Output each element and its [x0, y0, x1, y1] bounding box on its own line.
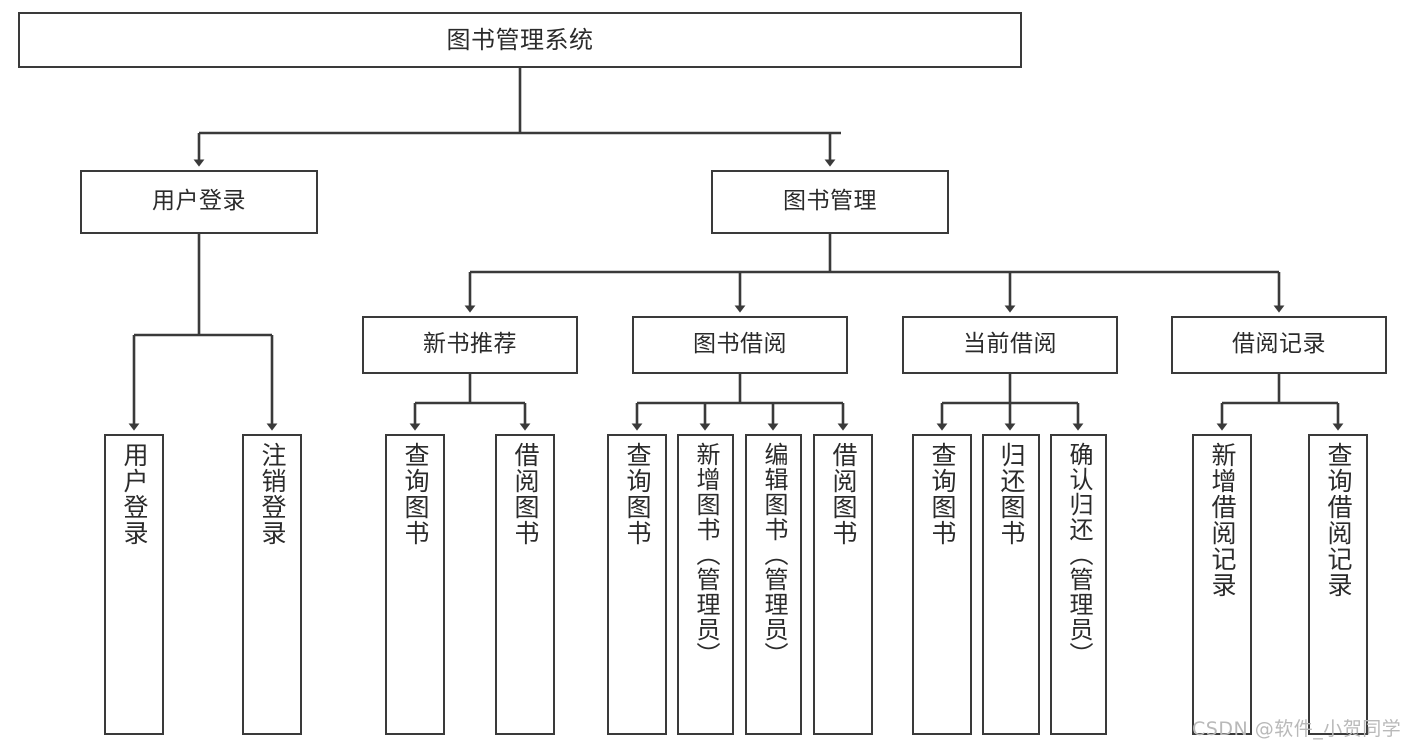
node-leaf-query-book-3[interactable]: 查询图书: [912, 434, 972, 735]
node-book-borrow[interactable]: 图书借阅: [632, 316, 848, 374]
node-user-login[interactable]: 用户登录: [80, 170, 318, 234]
node-leaf-query-book-1-label: 查询图书: [401, 442, 430, 546]
node-leaf-borrow-book-1[interactable]: 借阅图书: [495, 434, 555, 735]
node-leaf-edit-book-label: 编辑图书（管理员）: [759, 442, 788, 667]
node-leaf-add-book[interactable]: 新增图书（管理员）: [677, 434, 734, 735]
node-leaf-query-book-2-label: 查询图书: [623, 442, 652, 546]
node-borrow-record-label: 借阅记录: [1232, 331, 1326, 358]
node-leaf-query-book-2[interactable]: 查询图书: [607, 434, 667, 735]
node-leaf-return-book-label: 归还图书: [997, 442, 1026, 546]
node-leaf-query-book-3-label: 查询图书: [928, 442, 957, 546]
node-current-borrow-label: 当前借阅: [963, 331, 1057, 358]
node-leaf-borrow-book-2-label: 借阅图书: [829, 442, 858, 546]
node-leaf-return-book[interactable]: 归还图书: [982, 434, 1040, 735]
node-leaf-edit-book[interactable]: 编辑图书（管理员）: [745, 434, 802, 735]
node-leaf-query-book-1[interactable]: 查询图书: [385, 434, 445, 735]
node-leaf-add-record[interactable]: 新增借阅记录: [1192, 434, 1252, 735]
node-leaf-borrow-book-1-label: 借阅图书: [511, 442, 540, 546]
node-leaf-logout[interactable]: 注销登录: [242, 434, 302, 735]
node-leaf-add-book-label: 新增图书（管理员）: [691, 442, 720, 667]
node-book-management-label: 图书管理: [783, 188, 877, 215]
node-root-system-label: 图书管理系统: [446, 25, 594, 54]
node-new-book-recommend-label: 新书推荐: [423, 331, 517, 358]
node-user-login-label: 用户登录: [152, 188, 246, 215]
node-new-book-recommend[interactable]: 新书推荐: [362, 316, 578, 374]
node-leaf-borrow-book-2[interactable]: 借阅图书: [813, 434, 873, 735]
node-leaf-logout-label: 注销登录: [258, 442, 287, 546]
node-book-management[interactable]: 图书管理: [711, 170, 949, 234]
node-leaf-user-login-label: 用户登录: [120, 442, 149, 546]
node-leaf-confirm-return[interactable]: 确认归还（管理员）: [1050, 434, 1107, 735]
node-leaf-confirm-return-label: 确认归还（管理员）: [1064, 442, 1093, 667]
node-current-borrow[interactable]: 当前借阅: [902, 316, 1118, 374]
node-leaf-query-record[interactable]: 查询借阅记录: [1308, 434, 1368, 735]
node-leaf-add-record-label: 新增借阅记录: [1208, 442, 1237, 598]
node-borrow-record[interactable]: 借阅记录: [1171, 316, 1387, 374]
node-leaf-user-login[interactable]: 用户登录: [104, 434, 164, 735]
node-book-borrow-label: 图书借阅: [693, 331, 787, 358]
node-leaf-query-record-label: 查询借阅记录: [1324, 442, 1353, 598]
node-root-system[interactable]: 图书管理系统: [18, 12, 1022, 68]
